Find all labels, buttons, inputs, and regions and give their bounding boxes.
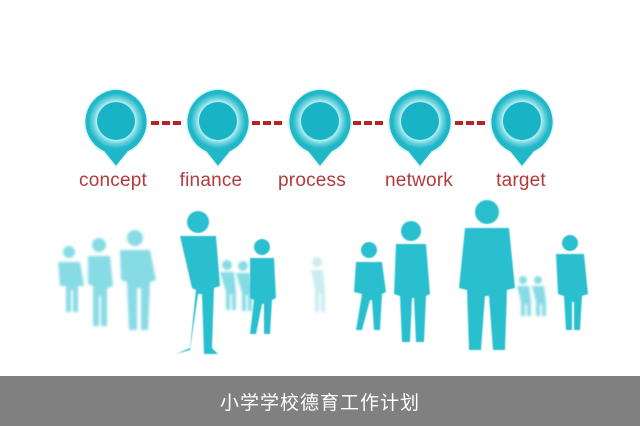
connector-dash <box>353 121 385 125</box>
map-pin-icon <box>285 87 355 169</box>
caption-title: 小学学校德育工作计划 <box>219 391 420 414</box>
connector-dash <box>455 121 487 125</box>
connector-dash <box>151 121 183 125</box>
connector-dash <box>252 121 284 125</box>
step-label-finance: finance <box>179 170 243 191</box>
step-label-process: process <box>278 170 346 191</box>
caption-bar: 小学学校德育工作计划 <box>0 376 640 426</box>
step-label-network: network <box>385 170 453 191</box>
people-silhouette-icon <box>58 200 588 354</box>
map-pin-icon <box>81 87 151 169</box>
map-pin-icon <box>183 87 253 169</box>
step-label-concept: concept <box>79 170 147 191</box>
map-pin-icon <box>385 87 455 169</box>
map-pin-icon <box>487 87 557 169</box>
step-label-target: target <box>496 170 546 191</box>
